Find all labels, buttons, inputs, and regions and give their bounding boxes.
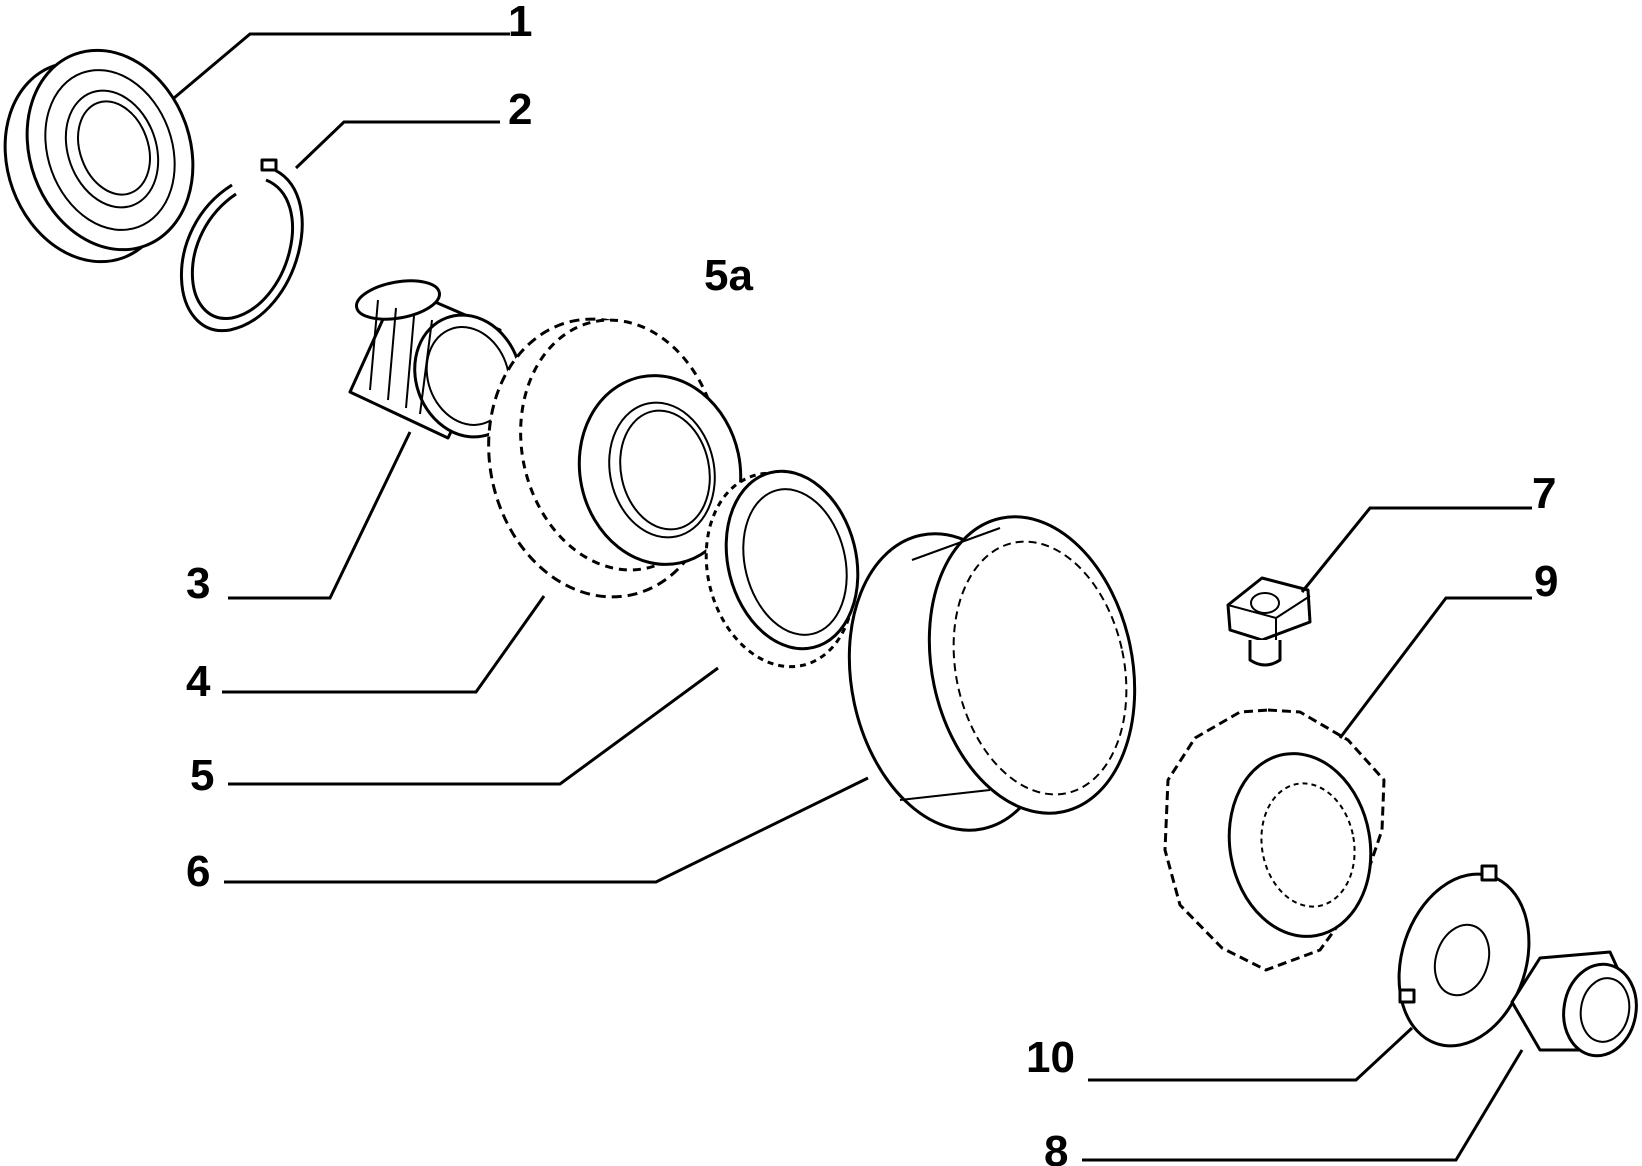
leader-line-2 xyxy=(294,120,500,170)
needle-bearing-part-3 xyxy=(348,279,523,440)
leader-line-9 xyxy=(1338,596,1532,739)
bearing-part-1 xyxy=(3,48,195,264)
leader-line-8 xyxy=(1082,1049,1524,1162)
gear-part-4 xyxy=(487,317,743,599)
callout-9: 9 xyxy=(1534,557,1558,606)
hub-part-9 xyxy=(1163,708,1386,972)
snap-ring-part-2 xyxy=(179,158,304,333)
callout-2: 2 xyxy=(508,85,532,134)
sleeve-part-6 xyxy=(847,515,1137,832)
nut-part-8 xyxy=(1510,950,1638,1058)
leader-line-10 xyxy=(1088,1026,1414,1082)
leader-line-1 xyxy=(173,32,510,100)
callout-7: 7 xyxy=(1532,469,1556,518)
callout-6: 6 xyxy=(186,847,210,896)
callout-1: 1 xyxy=(508,0,532,46)
callout-10: 10 xyxy=(1026,1033,1075,1082)
leader-line-7 xyxy=(1300,506,1532,593)
detent-part-7 xyxy=(1226,576,1312,667)
callout-5a: 5a xyxy=(704,251,753,300)
leader-line-4 xyxy=(222,595,546,694)
callout-5: 5 xyxy=(190,751,214,800)
callout-8: 8 xyxy=(1044,1127,1068,1166)
washer-part-10 xyxy=(1397,864,1531,1048)
synchro-ring-part-5 xyxy=(704,469,860,669)
callout-4: 4 xyxy=(186,657,211,706)
leader-line-3 xyxy=(228,431,412,600)
callout-3: 3 xyxy=(186,559,210,608)
leader-line-6 xyxy=(224,776,869,884)
leader-line-5 xyxy=(228,666,719,786)
